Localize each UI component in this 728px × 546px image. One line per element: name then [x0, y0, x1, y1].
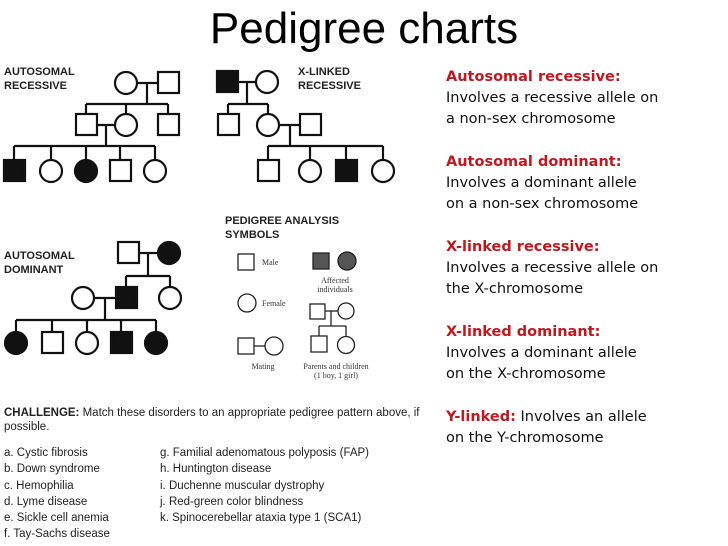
male-symbol [156, 70, 181, 95]
parents-children-caption: Parents and children(1 boy, 1 girl) [303, 362, 369, 380]
list-item: c. Hemophilia [4, 479, 74, 492]
mating-male-symbol [237, 337, 255, 355]
male-caption: Male [262, 258, 279, 267]
list-item: h. Huntington disease [160, 463, 272, 476]
female-symbol [38, 158, 64, 184]
child-female-symbol [336, 335, 356, 355]
female-symbol [255, 112, 281, 138]
male-symbol [156, 112, 181, 137]
list-item: a. Cystic fibrosis [4, 447, 88, 459]
male-symbol [256, 158, 281, 183]
autosomal-dominant-pedigree [3, 240, 183, 356]
autosomal-recessive-pedigree [2, 70, 181, 184]
male-symbol [216, 112, 241, 137]
definition-x-linked-dominant: X-linked dominant: Involves a dominant a… [446, 324, 637, 382]
affected-female-symbol [3, 330, 29, 356]
affected-male-key-symbol [312, 252, 330, 270]
female-symbol [74, 330, 100, 356]
list-item: i. Duchenne muscular dystrophy [160, 479, 325, 492]
male-key-symbol [237, 253, 255, 271]
challenge-text: CHALLENGE: Match these disorders to an a… [4, 407, 420, 433]
list-item: j. Red-green color blindness [160, 495, 304, 508]
list-item: f. Tay-Sachs disease [4, 528, 110, 541]
mating-female-symbol [264, 336, 284, 356]
x-linked-recessive-pedigree [215, 69, 396, 184]
female-symbol [113, 112, 139, 138]
affected-male-symbol [109, 330, 134, 355]
definition-y-linked: Y-linked: Involves an allele on the Y-ch… [446, 409, 647, 446]
affected-male-symbol [215, 69, 240, 94]
female-symbol [370, 158, 396, 184]
female-symbol [254, 69, 280, 95]
female-symbol [142, 158, 168, 184]
list-item: b. Down syndrome [4, 463, 100, 476]
child-male-symbol [310, 335, 328, 353]
affected-caption: Affected individuals [317, 276, 353, 294]
female-caption: Female [262, 299, 286, 308]
male-symbol [116, 240, 141, 265]
definition-autosomal-recessive: Autosomal recessive: Involves a recessiv… [446, 69, 659, 127]
definition-x-linked-recessive: X-linked recessive: Involves a recessive… [446, 239, 659, 297]
affected-female-symbol [73, 158, 99, 184]
definitions-panel: Autosomal recessive: Involves a recessiv… [446, 67, 726, 471]
female-symbol [157, 285, 183, 311]
female-symbol [113, 70, 139, 96]
mating-caption: Mating [251, 362, 275, 371]
female-key-symbol [237, 293, 257, 313]
male-symbol [40, 330, 65, 355]
list-item: d. Lyme disease [4, 495, 88, 508]
male-symbol [108, 158, 133, 183]
affected-female-symbol [143, 330, 169, 356]
list-item: e. Sickle cell anemia [4, 512, 109, 525]
affected-male-symbol [334, 158, 359, 183]
male-symbol [74, 112, 99, 137]
disorder-list-1: a. Cystic fibrosis b. Down syndrome c. H… [4, 445, 110, 543]
definition-autosomal-dominant: Autosomal dominant: Involves a dominant … [446, 154, 639, 212]
list-item: k. Spinocerebellar ataxia type 1 (SCA1) [160, 512, 362, 525]
pedigree-diagrams [2, 69, 396, 356]
affected-female-symbol [156, 240, 182, 266]
male-symbol [298, 112, 323, 137]
female-symbol [297, 158, 323, 184]
affected-male-symbol [2, 158, 27, 183]
female-symbol [70, 285, 96, 311]
affected-male-symbol [114, 285, 139, 310]
list-item: g. Familial adenomatous polyposis (FAP) [160, 447, 370, 459]
parent-male-symbol [309, 303, 326, 320]
disorder-list-2: g. Familial adenomatous polyposis (FAP) … [160, 445, 369, 526]
parent-female-symbol [337, 302, 355, 320]
page-title: Pedigree charts [209, 4, 519, 53]
symbols-key [237, 251, 357, 356]
affected-female-key-symbol [337, 251, 357, 271]
